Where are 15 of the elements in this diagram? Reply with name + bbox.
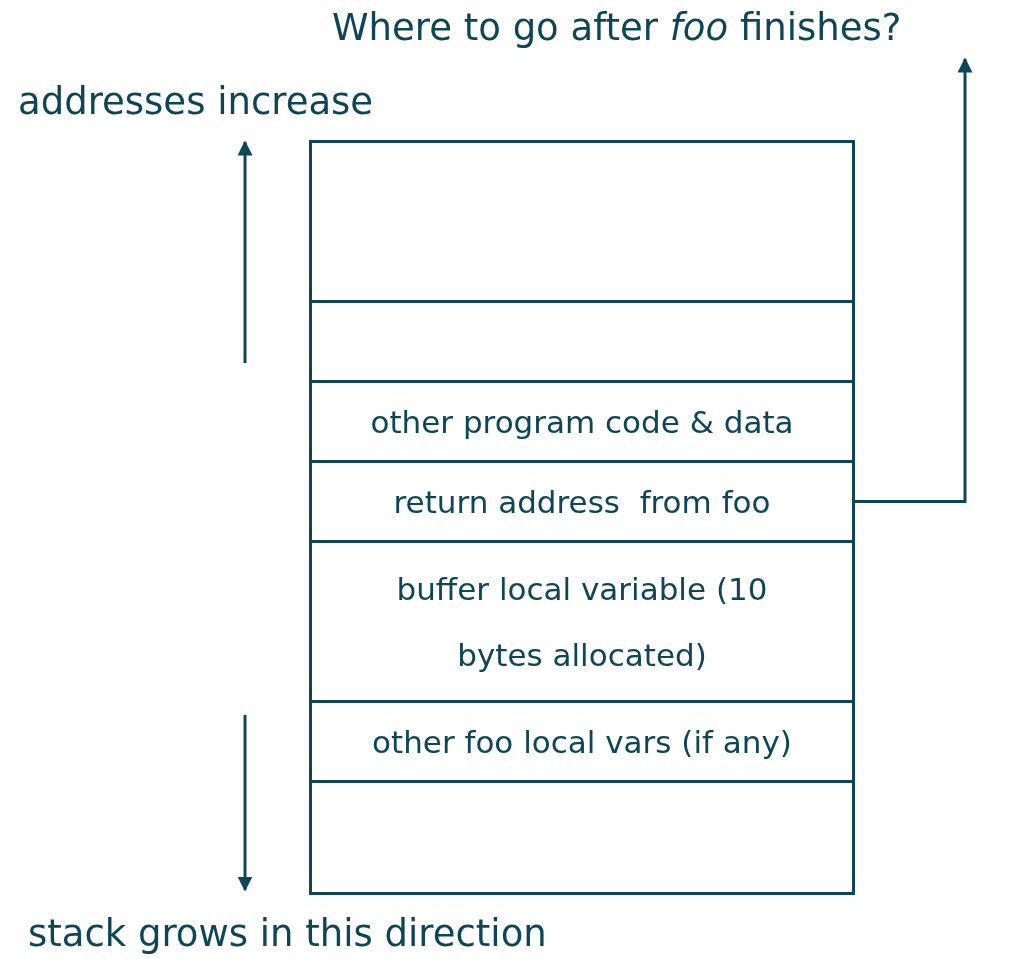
stack-cell [309, 140, 855, 303]
cell-label: buffer local variable (10 bytes allocated) [395, 569, 769, 675]
arrow [855, 57, 973, 503]
axis-note: addresses increase [18, 80, 374, 123]
stack-cell [309, 540, 855, 703]
cell-label: other program code & data [369, 402, 795, 442]
stack-cell [309, 380, 855, 463]
stack-cell [309, 300, 855, 383]
stack-cell [309, 780, 855, 895]
stack-cell [309, 460, 855, 543]
cell-label: other foo local vars (if any) [371, 722, 793, 762]
axis-note: stack grows in this direction [28, 912, 547, 955]
stack-cell [309, 700, 855, 783]
cell-label: return address from foo [392, 482, 772, 522]
question-text: Where to go after foo finishes? [332, 6, 902, 49]
